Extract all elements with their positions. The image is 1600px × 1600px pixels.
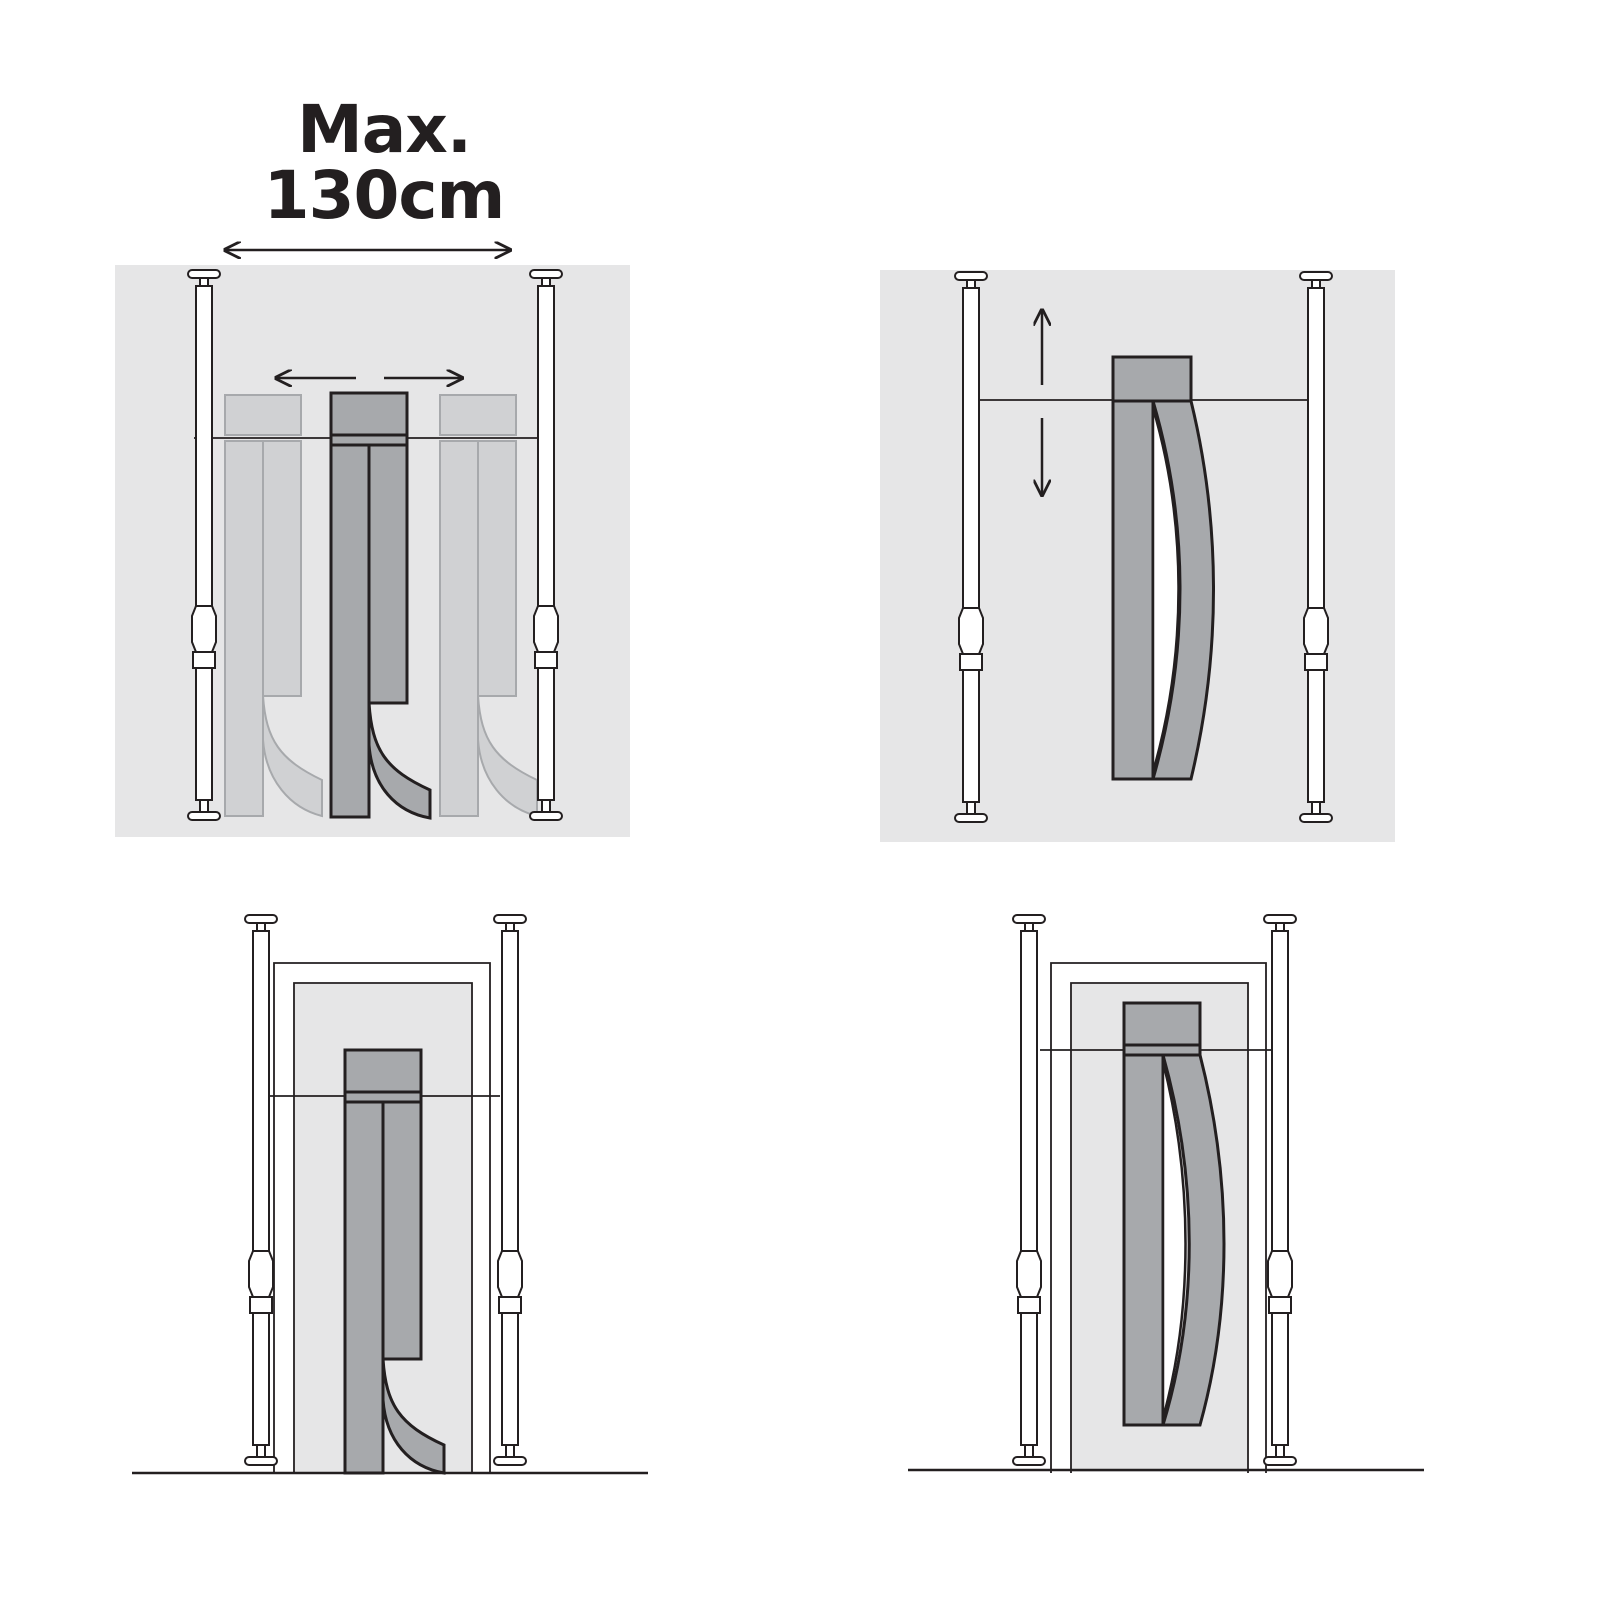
caption-width: 130cm bbox=[264, 157, 505, 234]
step-1-panel bbox=[115, 250, 630, 837]
caption-max: Max. bbox=[297, 91, 471, 168]
step-4-panel bbox=[908, 914, 1424, 1473]
curtain-open bbox=[1122, 1001, 1226, 1427]
curtain-main bbox=[343, 1048, 446, 1475]
ghost-curtain-left bbox=[224, 394, 323, 818]
step-3-panel bbox=[132, 914, 648, 1475]
pole-left bbox=[244, 914, 278, 1466]
step-2-panel bbox=[880, 270, 1395, 842]
ghost-curtain-right bbox=[439, 394, 538, 818]
pole-left bbox=[1012, 914, 1046, 1466]
pole-right bbox=[493, 914, 527, 1466]
curtain-main bbox=[329, 391, 432, 820]
curtain-open bbox=[1111, 355, 1215, 781]
pole-right bbox=[1263, 914, 1297, 1466]
